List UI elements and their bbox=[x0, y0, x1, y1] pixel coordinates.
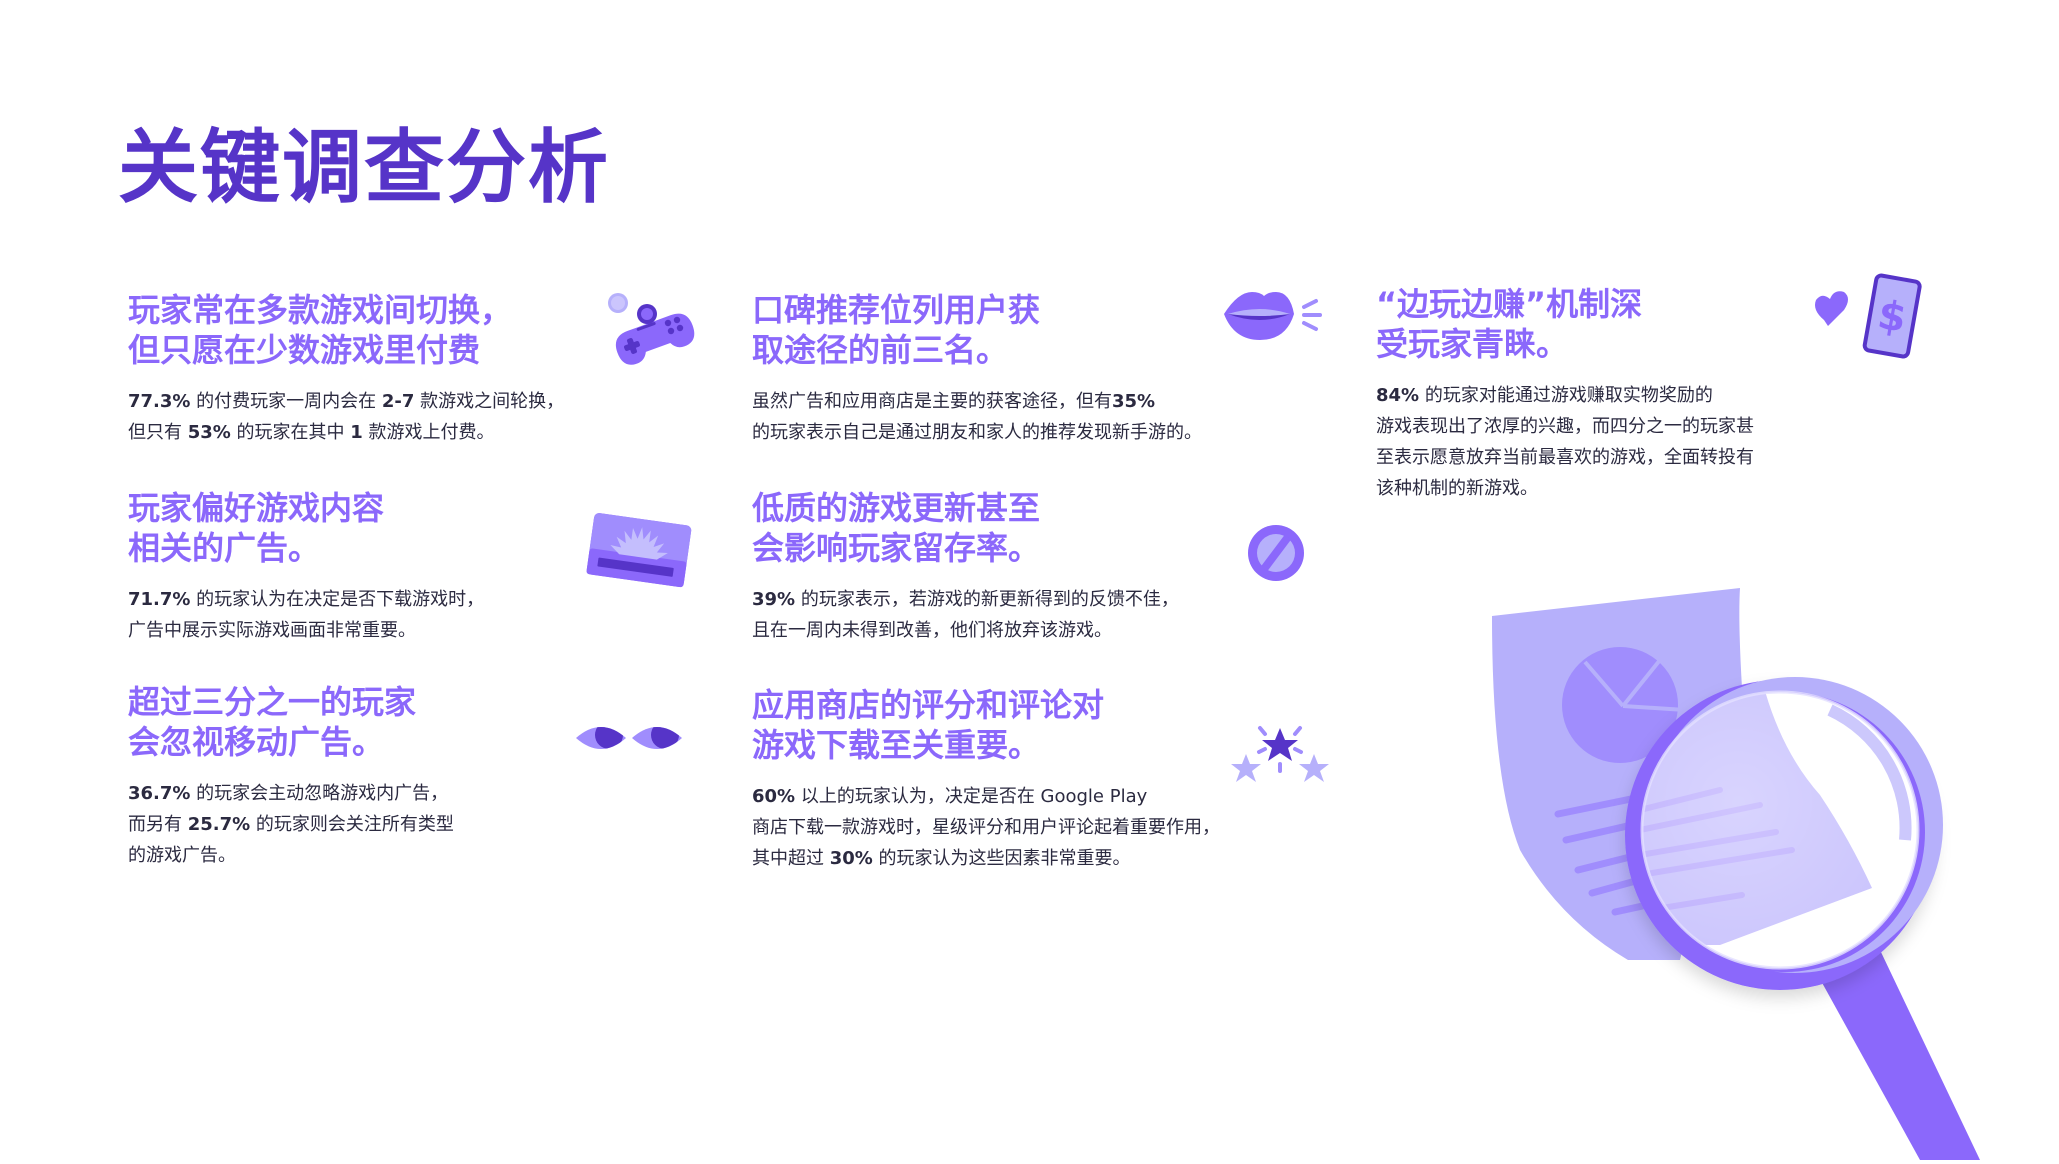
insight-card-store-ratings: 应用商店的评分和评论对 游戏下载至关重要。 60% 以上的玩家认为，决定是否在 … bbox=[752, 685, 1272, 874]
stat-value: 30% bbox=[829, 848, 873, 869]
body-text: 的玩家则会关注所有类型 bbox=[250, 814, 454, 835]
card-heading: 应用商店的评分和评论对 游戏下载至关重要。 bbox=[752, 686, 1105, 764]
phone-money-heart-icon: $ bbox=[1812, 272, 1922, 362]
body-line: 但只有 53% 的玩家在其中 1 款游戏上付费。 bbox=[128, 417, 648, 448]
body-line: 的游戏广告。 bbox=[128, 840, 648, 871]
body-line: 且在一周内未得到改善，他们将放弃该游戏。 bbox=[752, 615, 1272, 646]
magnifier-document-icon bbox=[1480, 580, 2059, 1160]
card-body: 84% 的玩家对能通过游戏赚取实物奖励的游戏表现出了浓厚的兴趣，而四分之一的玩家… bbox=[1376, 380, 1896, 504]
body-line: 而另有 25.7% 的玩家则会关注所有类型 bbox=[128, 809, 648, 840]
body-line: 虽然广告和应用商店是主要的获客途径，但有35% bbox=[752, 386, 1272, 417]
stat-value: 71.7% bbox=[128, 589, 191, 610]
card-body: 77.3% 的付费玩家一周内会在 2-7 款游戏之间轮换，但只有 53% 的玩家… bbox=[128, 386, 648, 448]
body-text: 的付费玩家一周内会在 bbox=[190, 391, 382, 412]
stat-value: 53% bbox=[187, 422, 231, 443]
body-text: 游戏表现出了浓厚的兴趣，而四分之一的玩家甚 bbox=[1376, 416, 1754, 437]
body-text: 至表示愿意放弃当前最喜欢的游戏，全面转投有 bbox=[1376, 447, 1754, 468]
insight-card-play-to-earn: “边玩边赚”机制深 受玩家青睐。 84% 的玩家对能通过游戏赚取实物奖励的游戏表… bbox=[1376, 284, 1896, 504]
lips-icon bbox=[1220, 284, 1325, 344]
card-body: 71.7% 的玩家认为在决定是否下载游戏时， 广告中展示实际游戏画面非常重要。 bbox=[128, 584, 648, 646]
body-text: 的玩家认为这些因素非常重要。 bbox=[872, 848, 1131, 869]
stat-value: 1 bbox=[350, 422, 363, 443]
body-line: 游戏表现出了浓厚的兴趣，而四分之一的玩家甚 bbox=[1376, 411, 1896, 442]
stat-value: 39% bbox=[752, 589, 796, 610]
card-body: 36.7% 的玩家会主动忽略游戏内广告，而另有 25.7% 的玩家则会关注所有类… bbox=[128, 778, 648, 871]
body-line: 71.7% 的玩家认为在决定是否下载游戏时， bbox=[128, 584, 648, 615]
card-heading: 低质的游戏更新甚至 会影响玩家留存率。 bbox=[752, 489, 1041, 567]
insight-card-word-of-mouth: 口碑推荐位列用户获 取途径的前三名。 虽然广告和应用商店是主要的获客途径，但有3… bbox=[752, 290, 1272, 448]
body-text: 虽然广告和应用商店是主要的获客途径，但有 bbox=[752, 391, 1112, 412]
body-line: 84% 的玩家对能通过游戏赚取实物奖励的 bbox=[1376, 380, 1896, 411]
stat-value: 36.7% bbox=[128, 783, 191, 804]
body-text: 的游戏广告。 bbox=[128, 845, 236, 866]
body-text: 但只有 bbox=[128, 422, 188, 443]
card-body: 39% 的玩家表示，若游戏的新更新得到的反馈不佳， 且在一周内未得到改善，他们将放… bbox=[752, 584, 1272, 646]
body-line: 39% 的玩家表示，若游戏的新更新得到的反馈不佳， bbox=[752, 584, 1272, 615]
body-text: 的玩家表示自己是通过朋友和家人的推荐发现新手游的。 bbox=[752, 422, 1202, 443]
eyes-icon bbox=[574, 722, 686, 754]
page-title: 关键调查分析 bbox=[118, 121, 610, 214]
body-text: 的玩家认为在决定是否下载游戏时， bbox=[190, 589, 485, 610]
body-line: 至表示愿意放弃当前最喜欢的游戏，全面转投有 bbox=[1376, 442, 1896, 473]
body-line: 的玩家表示自己是通过朋友和家人的推荐发现新手游的。 bbox=[752, 417, 1272, 448]
stat-value: 84% bbox=[1376, 385, 1420, 406]
body-text: 的玩家在其中 bbox=[230, 422, 351, 443]
card-body: 60% 以上的玩家认为，决定是否在 Google Play 商店下载一款游戏时，星… bbox=[752, 781, 1272, 874]
prohibited-icon bbox=[1246, 523, 1306, 583]
body-text: 以上的玩家认为，决定是否在 Google Play bbox=[795, 786, 1148, 807]
body-text: 该种机制的新游戏。 bbox=[1376, 478, 1538, 499]
insight-card-bad-updates: 低质的游戏更新甚至 会影响玩家留存率。 39% 的玩家表示，若游戏的新更新得到的… bbox=[752, 488, 1272, 646]
stat-value: 77.3% bbox=[128, 391, 191, 412]
body-text: 而另有 bbox=[128, 814, 188, 835]
card-heading: “边玩边赚”机制深 受玩家青睐。 bbox=[1376, 285, 1643, 363]
body-text: 商店下载一款游戏时，星级评分和用户评论起着重要作用， bbox=[752, 817, 1220, 838]
body-line: 商店下载一款游戏时，星级评分和用户评论起着重要作用， bbox=[752, 812, 1272, 843]
body-text: 款游戏之间轮换， bbox=[414, 391, 565, 412]
body-text: 的玩家会主动忽略游戏内广告， bbox=[190, 783, 449, 804]
card-heading: 口碑推荐位列用户获 取途径的前三名。 bbox=[752, 291, 1041, 369]
card-body: 虽然广告和应用商店是主要的获客途径，但有35% 的玩家表示自己是通过朋友和家人的推… bbox=[752, 386, 1272, 448]
card-heading: 超过三分之一的玩家 会忽视移动广告。 bbox=[128, 683, 417, 761]
stat-value: 2-7 bbox=[381, 391, 415, 412]
stat-value: 25.7% bbox=[187, 814, 251, 835]
body-text: 的玩家对能通过游戏赚取实物奖励的 bbox=[1419, 385, 1713, 406]
card-heading: 玩家常在多款游戏间切换， 但只愿在少数游戏里付费 bbox=[128, 291, 513, 369]
gamepad-icon bbox=[600, 284, 700, 369]
body-line: 其中超过 30% 的玩家认为这些因素非常重要。 bbox=[752, 843, 1272, 874]
body-text: 款游戏上付费。 bbox=[362, 422, 495, 443]
stat-value: 60% bbox=[752, 786, 796, 807]
body-line: 60% 以上的玩家认为，决定是否在 Google Play bbox=[752, 781, 1272, 812]
card-heading: 玩家偏好游戏内容 相关的广告。 bbox=[128, 489, 385, 567]
body-line: 广告中展示实际游戏画面非常重要。 bbox=[128, 615, 648, 646]
insight-card-multi-game-switching: 玩家常在多款游戏间切换， 但只愿在少数游戏里付费 77.3% 的付费玩家一周内会… bbox=[128, 290, 648, 448]
stars-rating-icon bbox=[1230, 722, 1330, 790]
insight-card-ignore-ads: 超过三分之一的玩家 会忽视移动广告。 36.7% 的玩家会主动忽略游戏内广告，而… bbox=[128, 682, 648, 871]
body-line: 该种机制的新游戏。 bbox=[1376, 473, 1896, 504]
ad-card-icon bbox=[582, 505, 697, 595]
body-text: 且在一周内未得到改善，他们将放弃该游戏。 bbox=[752, 620, 1112, 641]
body-text: 其中超过 bbox=[752, 848, 830, 869]
body-text: 广告中展示实际游戏画面非常重要。 bbox=[128, 620, 416, 641]
insight-card-content-ads: 玩家偏好游戏内容 相关的广告。 71.7% 的玩家认为在决定是否下载游戏时， 广告… bbox=[128, 488, 648, 646]
body-line: 77.3% 的付费玩家一周内会在 2-7 款游戏之间轮换， bbox=[128, 386, 648, 417]
stat-value: 35% bbox=[1112, 391, 1156, 412]
body-text: 的玩家表示，若游戏的新更新得到的反馈不佳， bbox=[795, 589, 1179, 610]
body-line: 36.7% 的玩家会主动忽略游戏内广告， bbox=[128, 778, 648, 809]
